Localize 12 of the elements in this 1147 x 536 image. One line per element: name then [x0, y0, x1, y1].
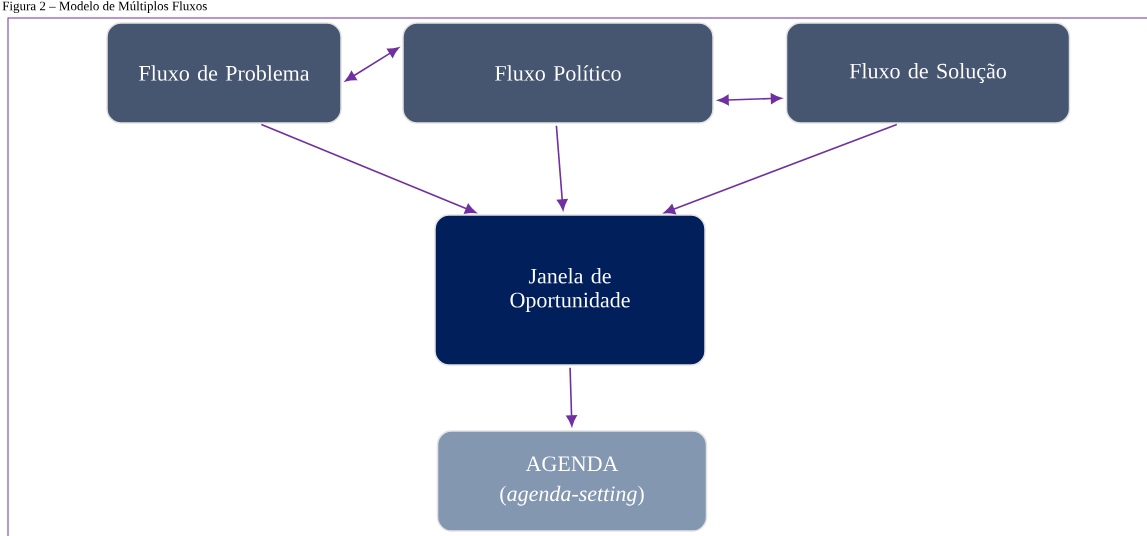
- arrow: [717, 93, 782, 106]
- arrow: [260, 123, 477, 214]
- process-box: Fluxo de Problema: [106, 22, 342, 124]
- arrow: [663, 123, 898, 215]
- arrow: [344, 47, 400, 82]
- figure-title: Figura 2 – Modelo de Múltiplos Fluxos: [2, 1, 207, 14]
- arrow: [566, 366, 577, 427]
- process-box: Fluxo Político: [402, 22, 714, 124]
- process-box: Fluxo de Solução: [785, 22, 1071, 124]
- arrow: [555, 124, 568, 211]
- process-box: AGENDA (agenda-setting): [436, 430, 708, 532]
- process-box: Janela de Oportunidade: [434, 214, 706, 366]
